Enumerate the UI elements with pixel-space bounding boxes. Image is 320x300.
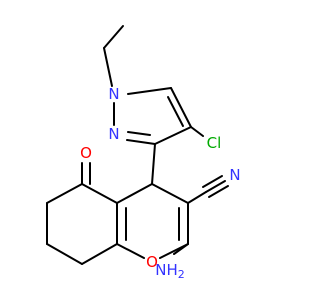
bond-c4-c3pyran	[151, 183, 189, 204]
atom-cl: Cl	[207, 134, 222, 152]
bond-pyrazole-c4	[151, 143, 156, 185]
bond-c8-c8a	[81, 243, 118, 265]
bond-nitrile-1	[205, 180, 226, 193]
atom-o-ketone: O	[80, 144, 92, 162]
bond-c5-c6	[46, 183, 83, 204]
atom-n2: N	[108, 125, 119, 143]
bond-c3-cn	[187, 191, 207, 204]
atom-o-ring: O	[146, 253, 158, 271]
bond-ch2-n1	[103, 47, 113, 87]
bond-c4-c3	[154, 126, 192, 145]
atom-n1: N	[108, 85, 119, 103]
bond-c5-c4-double	[167, 96, 184, 127]
bond-c4-cl	[190, 126, 204, 137]
structure-canvas: N N Cl O O N H NH2	[46, 25, 241, 281]
molecule-diagram: N N Cl O O N H NH2	[46, 25, 241, 281]
bond-c2-nh2	[173, 243, 189, 255]
bond-nitrile-3	[208, 185, 229, 198]
bond-nitrile-2	[202, 175, 223, 188]
nh2-main: NH	[155, 261, 178, 279]
atom-labels: N N Cl O O N H NH2	[80, 85, 241, 281]
bond-c5-c4	[170, 87, 192, 128]
atom-n-nitrile: N	[229, 166, 240, 184]
bond-c4a-c4	[116, 183, 153, 204]
atom-nh2: NH2	[155, 261, 185, 281]
bond-n1-c5	[127, 87, 172, 95]
bond-c3-n2	[126, 139, 156, 145]
bond-c3-n2-double	[127, 131, 151, 136]
bond-o1-c8a	[116, 243, 145, 259]
bond-ch3-ch2	[103, 25, 124, 49]
nh2-subscript: 2	[178, 268, 185, 281]
bonds	[46, 25, 229, 265]
bond-c7-c8	[46, 243, 83, 265]
bond-c4a-c5	[81, 183, 118, 204]
